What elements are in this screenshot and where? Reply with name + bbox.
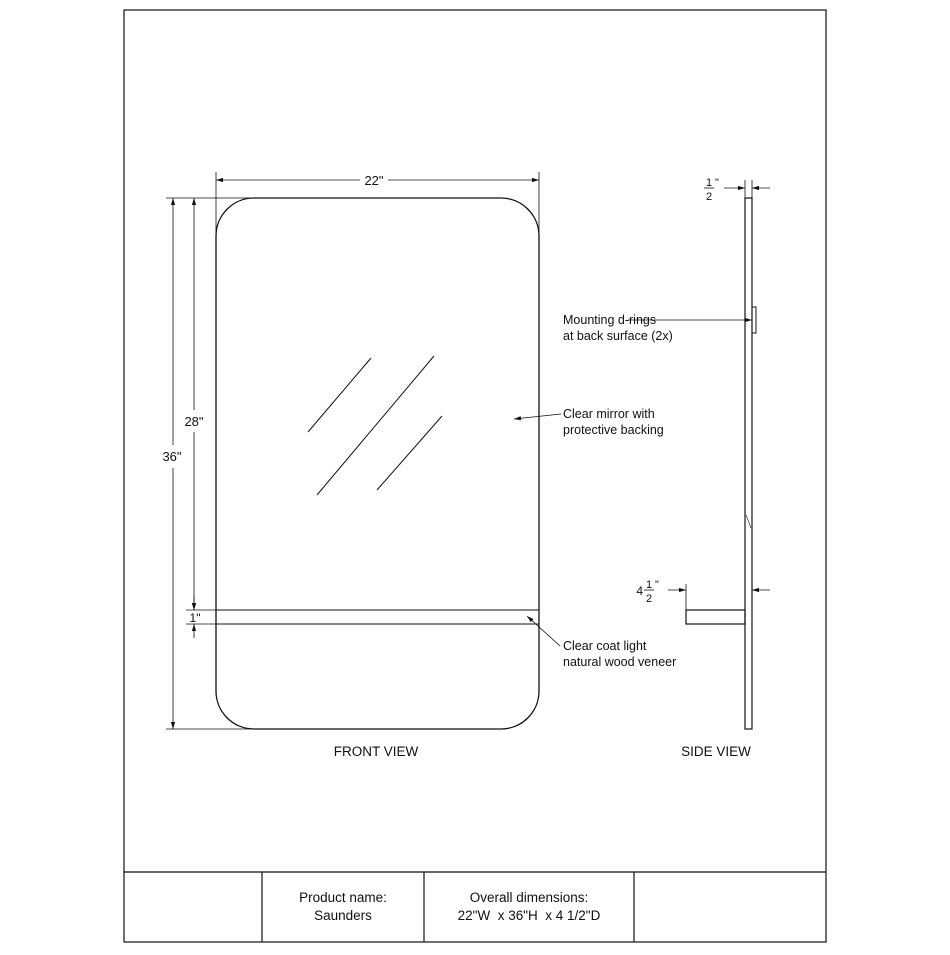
mirror-callout-line2: protective backing: [563, 423, 664, 437]
mirror-callout-line1: Clear mirror with: [563, 407, 655, 421]
width-dim-text: 22": [364, 173, 383, 188]
total-height-dimension: 36": [162, 197, 252, 730]
side-shelf: [685, 609, 746, 625]
mounting-callout-line2: at back surface (2x): [563, 329, 673, 343]
thickness-denominator: 2: [706, 191, 712, 203]
product-name-label: Product name:: [299, 890, 387, 905]
reflection-line-1: [307, 357, 372, 433]
side-view: 1 2 " 4 1 2 " SIDE VIEW: [628, 177, 770, 759]
side-depth-dimension: 4 1 2 ": [636, 579, 770, 610]
side-profile: [744, 197, 753, 730]
mirror-height-dimension: 28": [184, 198, 216, 625]
sheet-border: [123, 9, 827, 943]
front-view-label: FRONT VIEW: [334, 744, 419, 759]
thickness-inch-mark: ": [715, 177, 719, 189]
product-name-value: Saunders: [314, 908, 372, 923]
title-block-product: Product name: Saunders: [262, 872, 424, 942]
mounting-callout-line1: Mounting d-rings: [563, 313, 656, 327]
depth-denominator: 2: [646, 593, 652, 605]
front-view: 22" 36" 28" 1" FRONT VIEW: [162, 172, 562, 759]
thickness-numerator: 1: [706, 177, 712, 189]
mirror-outline: [215, 197, 540, 730]
reflection-line-3: [376, 415, 443, 491]
overall-dimensions-label: Overall dimensions:: [469, 890, 589, 905]
overall-dimensions-value: 22"W x 36"H x 4 1/2"D: [457, 908, 601, 923]
mirror-callout-leader: [513, 413, 562, 421]
depth-whole: 4: [636, 584, 643, 598]
side-break-line: [745, 514, 752, 529]
total-height-dim-text: 36": [162, 449, 181, 464]
title-block-dimensions: Overall dimensions: 22"W x 36"H x 4 1/2"…: [424, 872, 634, 942]
wood-callout-line2: natural wood veneer: [563, 655, 676, 669]
reflection-line-2: [316, 355, 435, 496]
depth-inch-mark: ": [655, 579, 659, 591]
depth-numerator: 1: [646, 579, 652, 591]
shelf-thickness-dimension: 1": [190, 596, 201, 638]
wood-callout-leader: [526, 615, 561, 647]
width-dimension: 22": [215, 172, 540, 240]
shelf-dim-text: 1": [190, 611, 201, 625]
wood-callout-line1: Clear coat light: [563, 639, 647, 653]
mirror-height-dim-text: 28": [184, 414, 203, 429]
side-thickness-dimension: 1 2 ": [704, 177, 770, 203]
side-view-label: SIDE VIEW: [681, 744, 751, 759]
